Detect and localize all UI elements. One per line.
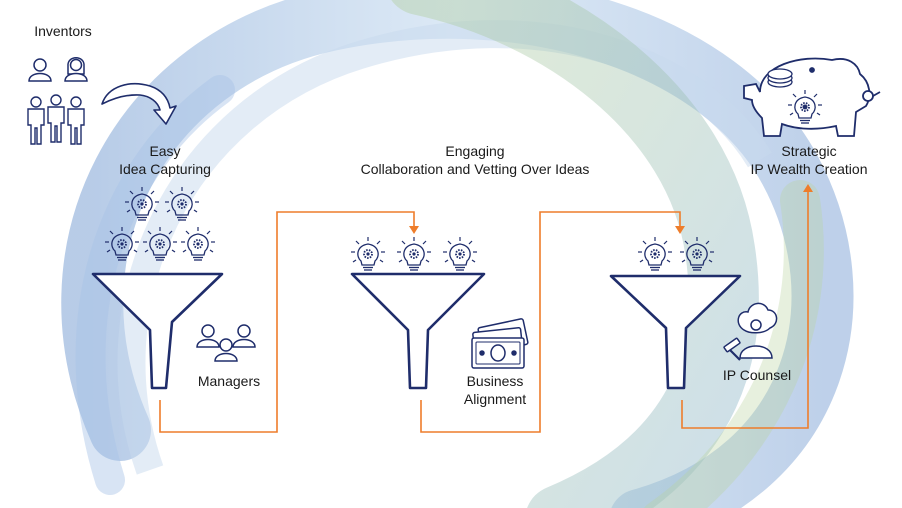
coins-icon	[767, 68, 793, 88]
inventors-group-icon	[27, 57, 88, 145]
engaging-label-line1: Engaging	[445, 143, 505, 159]
strategic-ip-wealth-label: Strategic IP Wealth Creation	[734, 142, 884, 178]
lightbulb-gear-icon	[442, 236, 478, 271]
lightbulb-gear-icon	[350, 236, 386, 271]
funnel-2	[350, 272, 486, 390]
ip-counsel-label: IP Counsel	[722, 367, 792, 383]
money-stack-icon	[471, 318, 529, 369]
easy-idea-capturing-label: Easy Idea Capturing	[100, 142, 230, 178]
idea-bulbs-stage-2	[350, 236, 478, 271]
piggy-bank-icon	[743, 57, 881, 137]
lightbulb-gear-icon	[637, 236, 673, 271]
judge-gavel-icon	[723, 302, 778, 361]
arrowhead-3	[803, 184, 813, 192]
inventors-label: Inventors	[34, 23, 92, 39]
business-alignment-label: Business Alignment	[450, 372, 540, 408]
business-label-line1: Business	[466, 373, 524, 389]
easy-label-line1: Easy	[149, 143, 181, 159]
strategic-label-line1: Strategic	[781, 143, 837, 159]
connector-1	[159, 211, 415, 433]
managers-group-icon	[196, 324, 256, 362]
easy-label-line2: Idea Capturing	[119, 161, 211, 177]
arrowhead-2	[675, 226, 685, 234]
funnel-3	[609, 274, 742, 390]
lightbulb-gear-icon	[180, 226, 216, 261]
engaging-label-line2: Collaboration and Vetting Over Ideas	[360, 161, 590, 177]
connector-2	[420, 211, 681, 433]
curved-arrow-icon	[101, 82, 177, 125]
funnel-1	[91, 272, 224, 390]
business-label-line2: Alignment	[463, 391, 527, 407]
managers-label: Managers	[197, 373, 261, 389]
engaging-collaboration-label: Engaging Collaboration and Vetting Over …	[330, 142, 620, 178]
connector-3	[681, 190, 809, 429]
lightbulb-gear-icon	[396, 236, 432, 271]
arrowhead-1	[409, 226, 419, 234]
process-connector-lines	[159, 184, 813, 433]
strategic-label-line2: IP Wealth Creation	[750, 161, 868, 177]
